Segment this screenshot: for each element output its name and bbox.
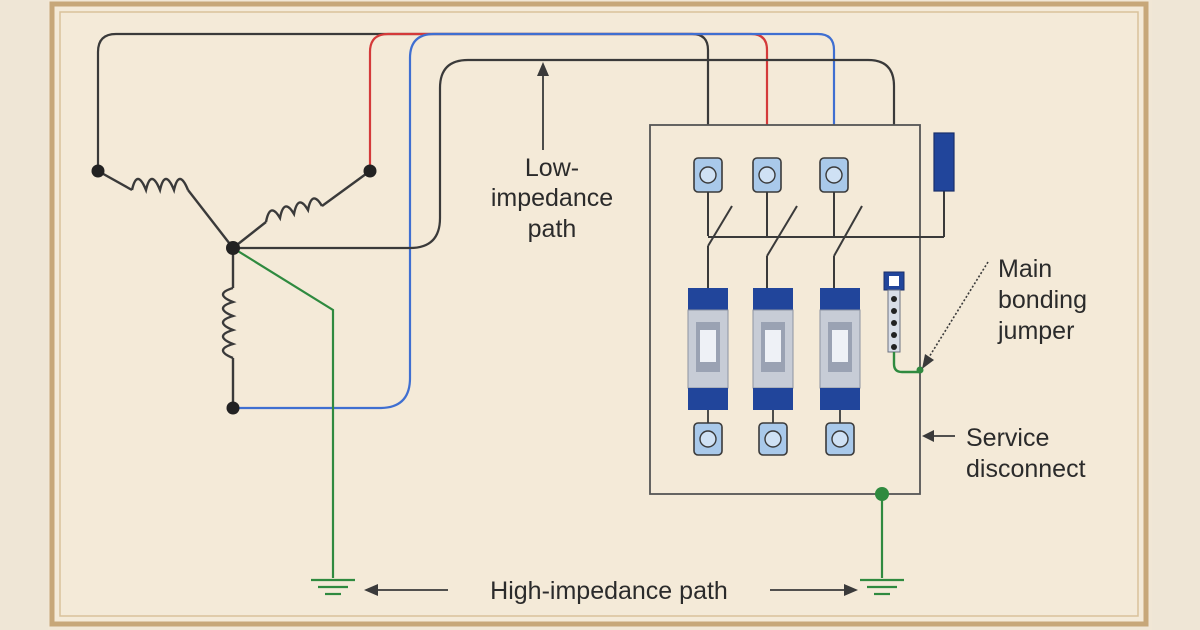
transformer-terminal-right [363, 164, 377, 178]
winding-coil-lower [221, 286, 237, 360]
phase-conductor-blue [233, 32, 836, 410]
transformer-terminal-bottom [226, 401, 240, 415]
load-terminals [693, 410, 855, 456]
right-margin [1152, 0, 1200, 630]
enclosure-ground-point [875, 487, 889, 501]
service-disconnect-label-line: disconnect [966, 455, 1086, 483]
main-bonding-jumper [892, 352, 920, 374]
transformer-neutral-point [226, 241, 240, 255]
left-margin [0, 0, 48, 630]
low-impedance-label-line: Low- [525, 154, 579, 182]
service-disconnect-label: Service disconnect [966, 424, 1086, 483]
transformer-wye [97, 169, 371, 408]
ground-symbol-left [311, 578, 355, 596]
high-impedance-arrowhead-left [364, 584, 378, 596]
transformer-ground-conductor [232, 247, 335, 578]
disconnect-handle [933, 132, 955, 192]
diagram-panel-inner-border [59, 11, 1139, 617]
main-bonding-label-line: bonding [998, 286, 1087, 314]
main-bonding-label-line: Main [998, 255, 1052, 283]
fuse-left [687, 288, 729, 410]
winding-coil-left [130, 177, 190, 194]
diagram-panel [49, 1, 1149, 627]
neutral-bus [883, 271, 905, 353]
transformer-terminal-left [91, 164, 105, 178]
main-bonding-arrowhead [922, 354, 934, 369]
ground-symbol-right [860, 578, 904, 596]
disconnect-switch-blades [707, 190, 945, 288]
fuse-right [819, 288, 861, 410]
main-bonding-label-line: jumper [997, 317, 1074, 345]
high-impedance-label: High-impedance path [490, 577, 728, 605]
low-impedance-arrowhead [537, 62, 549, 76]
service-disconnect-label-line: Service [966, 424, 1049, 452]
neutral-conductor [233, 58, 896, 272]
service-disconnect-arrowhead [922, 430, 934, 442]
low-impedance-label-line: path [528, 215, 577, 243]
main-bonding-jumper-label: Main bonding jumper [997, 255, 1087, 345]
bonding-jumper-dot [916, 366, 924, 374]
low-impedance-label: Low- impedance path [491, 154, 613, 243]
fuse-middle [752, 288, 794, 410]
winding-coil-right [264, 197, 324, 223]
line-terminals [693, 157, 849, 193]
low-impedance-label-line: impedance [491, 184, 613, 212]
high-impedance-arrowhead-right [844, 584, 858, 596]
